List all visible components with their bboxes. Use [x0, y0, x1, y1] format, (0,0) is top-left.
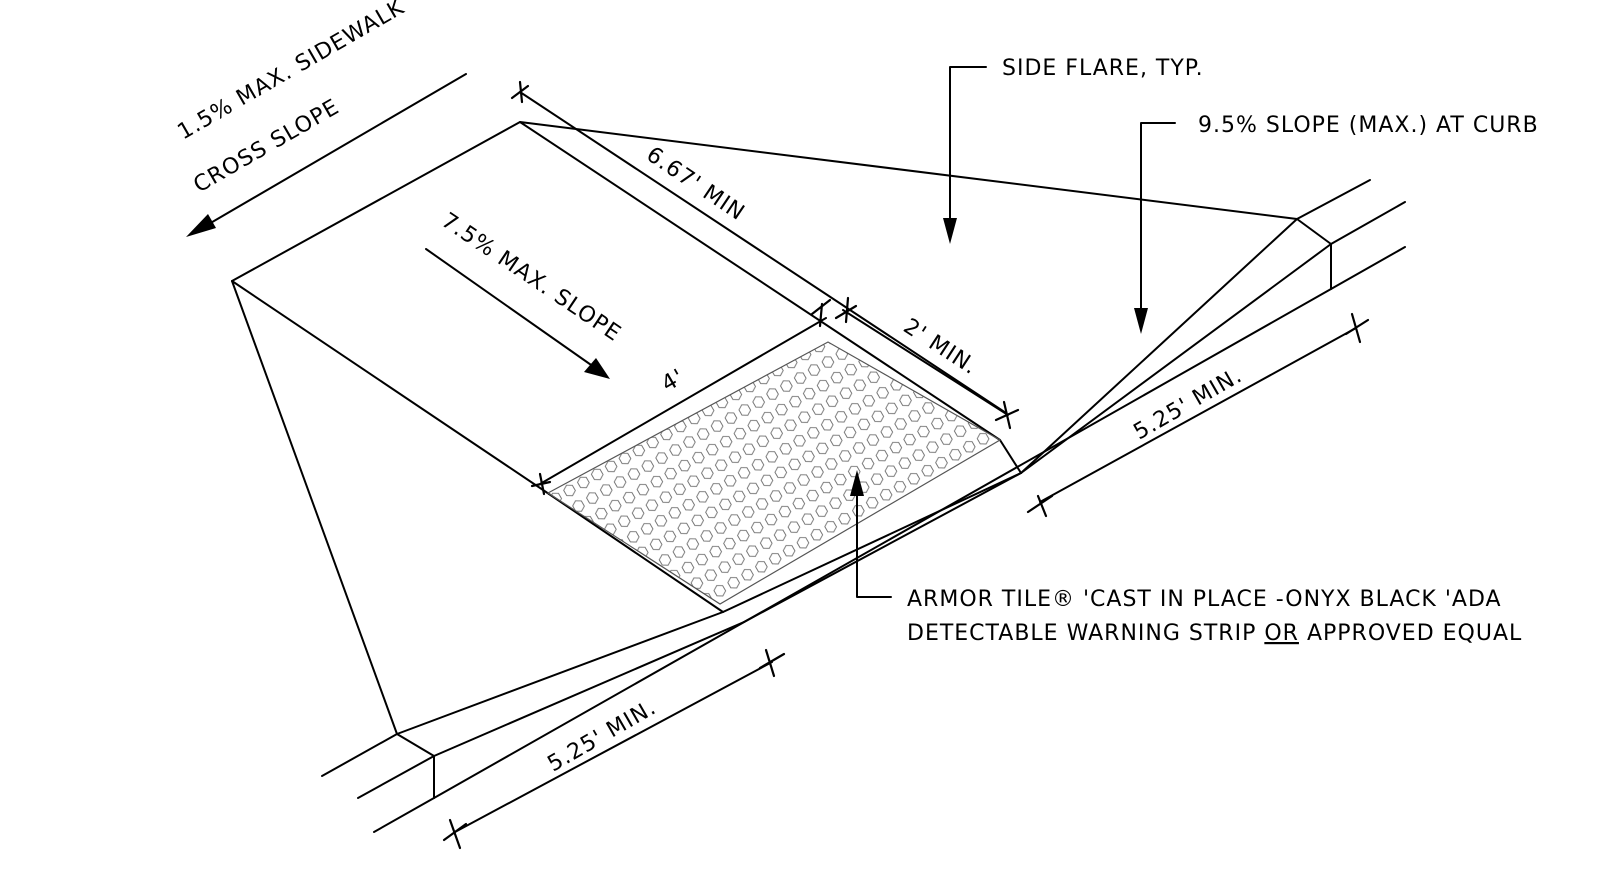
flare-right-min-label: 5.25' MIN.	[1130, 363, 1247, 445]
side-flare-label: SIDE FLARE, TYP.	[1002, 56, 1204, 81]
tile-label-line1: ARMOR TILE® 'CAST IN PLACE -ONYX BLACK '…	[907, 587, 1502, 612]
dimension-lines	[442, 80, 1370, 850]
curb-slope-label: 9.5% SLOPE (MAX.) AT CURB	[1198, 113, 1539, 138]
ramp-outline	[231, 121, 1298, 735]
flare-left-min-label: 5.25' MIN.	[544, 695, 661, 777]
detectable-warning-strip	[546, 341, 1002, 605]
tile-label-line2-pre: DETECTABLE WARNING STRIP	[907, 621, 1264, 646]
tile-label-line2-or: OR	[1264, 621, 1299, 646]
tile-label-line2: DETECTABLE WARNING STRIP OR APPROVED EQU…	[907, 621, 1522, 646]
ramp-width-label: 4'	[658, 365, 690, 398]
curb-lines	[321, 179, 1406, 833]
leader-arrows	[186, 66, 1176, 598]
tile-label-line2-post: APPROVED EQUAL	[1299, 621, 1522, 646]
